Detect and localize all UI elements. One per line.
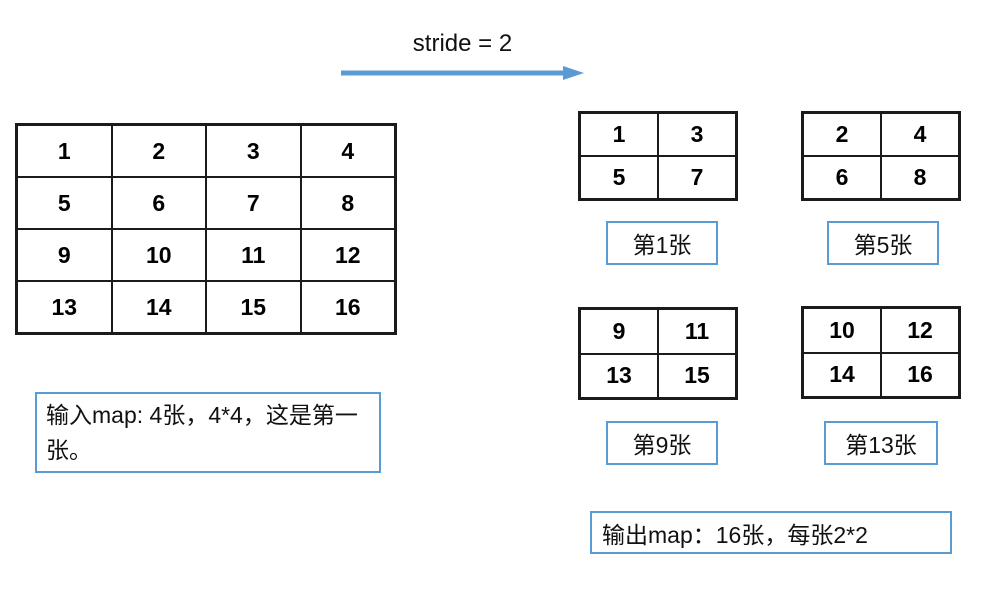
grid-cell: 15 xyxy=(206,281,301,333)
grid-cell: 14 xyxy=(111,281,206,333)
grid-cell: 2 xyxy=(111,125,206,177)
grid-cell: 9 xyxy=(580,309,658,354)
grid-cell: 11 xyxy=(206,229,301,281)
grid-cell: 5 xyxy=(580,156,658,199)
output-map-label-13: 第13张 xyxy=(824,421,938,465)
grid-cell: 8 xyxy=(881,156,959,199)
output-map-grid-13: 10 12 14 16 xyxy=(801,306,961,399)
grid-cell: 3 xyxy=(658,113,736,156)
output-map-label-9: 第9张 xyxy=(606,421,718,465)
grid-cell: 6 xyxy=(111,177,206,229)
grid-cell: 16 xyxy=(881,352,959,397)
grid-cell: 11 xyxy=(658,309,736,354)
output-map-grid-1: 1 3 5 7 xyxy=(578,111,738,201)
output-map-label-1: 第1张 xyxy=(606,221,718,265)
grid-cell: 13 xyxy=(17,281,112,333)
right-arrow-icon xyxy=(341,66,584,80)
grid-cell: 12 xyxy=(881,308,959,353)
grid-cell: 7 xyxy=(658,156,736,199)
grid-cell: 2 xyxy=(803,113,881,156)
grid-cell: 7 xyxy=(206,177,301,229)
grid-cell: 5 xyxy=(17,177,112,229)
grid-cell: 1 xyxy=(580,113,658,156)
grid-cell: 1 xyxy=(17,125,112,177)
grid-cell: 10 xyxy=(803,308,881,353)
stride-label: stride = 2 xyxy=(412,30,513,57)
grid-cell: 6 xyxy=(803,156,881,199)
output-map-caption: 输出map：16张，每张2*2 xyxy=(590,511,952,554)
grid-cell: 9 xyxy=(17,229,112,281)
grid-cell: 4 xyxy=(300,125,395,177)
grid-cell: 3 xyxy=(206,125,301,177)
grid-cell: 8 xyxy=(300,177,395,229)
output-map-grid-5: 2 4 6 8 xyxy=(801,111,961,201)
grid-cell: 16 xyxy=(300,281,395,333)
grid-cell: 12 xyxy=(300,229,395,281)
grid-cell: 13 xyxy=(580,353,658,398)
grid-cell: 4 xyxy=(881,113,959,156)
input-map-caption: 输入map: 4张，4*4，这是第一张。 xyxy=(35,392,381,473)
grid-cell: 15 xyxy=(658,353,736,398)
output-map-grid-9: 9 11 13 15 xyxy=(578,307,738,400)
input-map-grid: 1 2 3 4 5 6 7 8 9 10 11 12 13 14 15 16 xyxy=(15,123,397,335)
output-map-label-5: 第5张 xyxy=(827,221,939,265)
grid-cell: 14 xyxy=(803,352,881,397)
grid-cell: 10 xyxy=(111,229,206,281)
